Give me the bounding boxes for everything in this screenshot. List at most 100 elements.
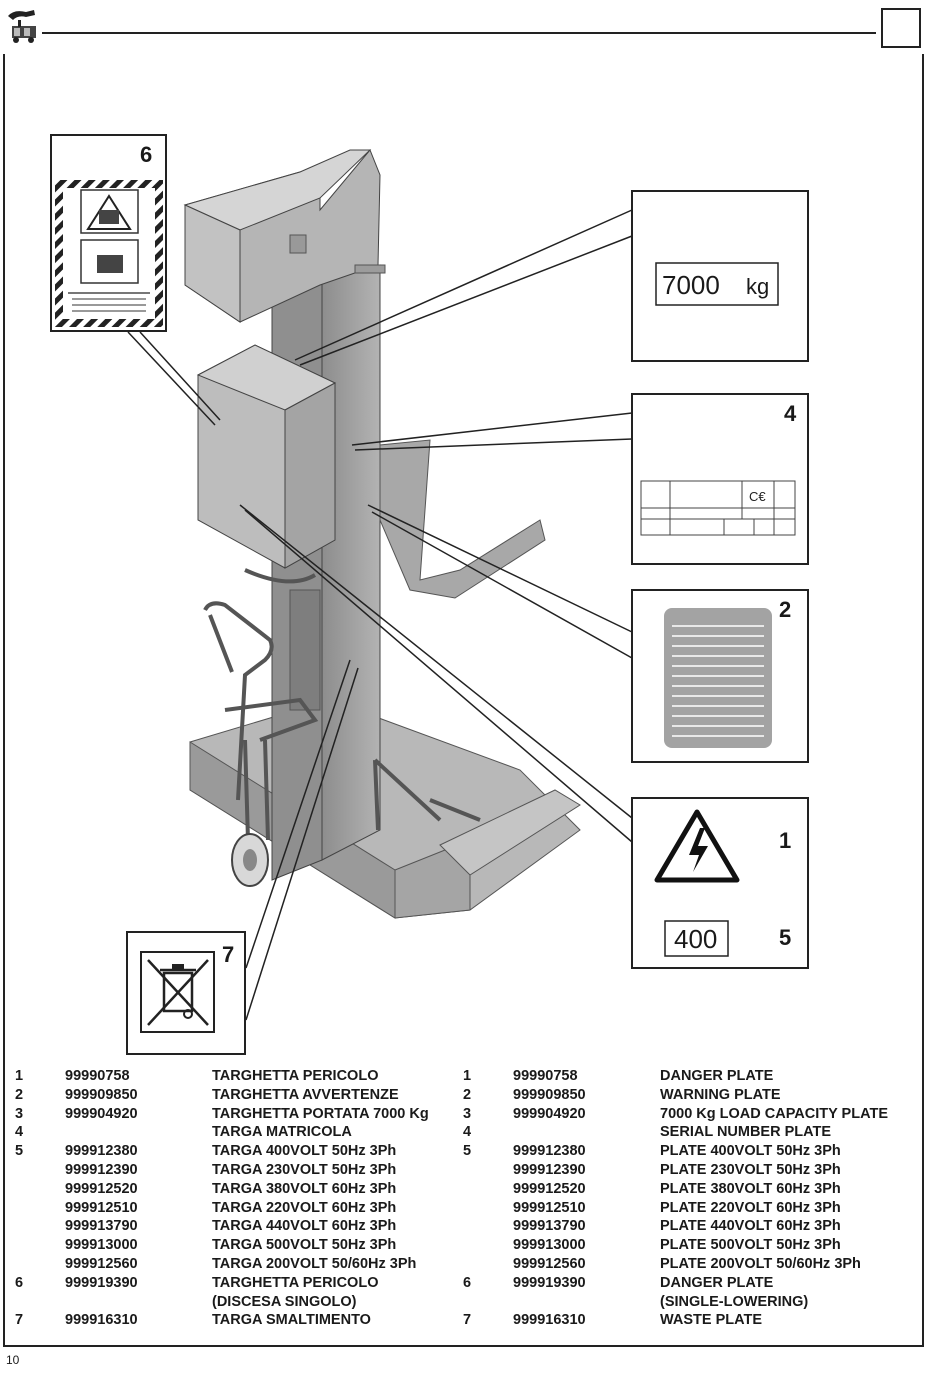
callout-1-number: 1 <box>779 828 791 853</box>
parts-row: 999913790 PLATE 440VOLT 60Hz 3Ph <box>463 1217 918 1236</box>
callout-6-number: 6 <box>140 142 152 167</box>
parts-row: 999913000 PLATE 500VOLT 50Hz 3Ph <box>463 1236 918 1255</box>
lift-top-housing <box>183 149 386 323</box>
parts-description: DANGER PLATE <box>660 1068 774 1084</box>
parts-description: TARGA 500VOLT 50Hz 3Ph <box>212 1237 397 1254</box>
parts-item-number: 1 <box>15 1068 24 1084</box>
pallet-wheel <box>231 833 269 887</box>
parts-row: 5 999912380 TARGA 400VOLT 50Hz 3Ph <box>15 1142 455 1161</box>
parts-row: 999912560 PLATE 200VOLT 50/60Hz 3Ph <box>463 1255 918 1274</box>
callout-5-number: 5 <box>779 925 791 950</box>
parts-part-code: 999919390 <box>65 1274 138 1291</box>
parts-part-code: 999912380 <box>513 1143 586 1160</box>
parts-part-code: 999912560 <box>513 1255 586 1272</box>
parts-part-code: 999909850 <box>65 1086 138 1103</box>
parts-row: 4 SERIAL NUMBER PLATE <box>463 1123 918 1142</box>
parts-description: TARGHETTA PERICOLO <box>212 1274 379 1291</box>
parts-row: 1 99990758 DANGER PLATE <box>463 1067 918 1086</box>
header-box <box>881 8 921 48</box>
parts-part-code: 999912390 <box>513 1161 586 1178</box>
parts-description: SERIAL NUMBER PLATE <box>660 1124 832 1141</box>
parts-part-code: 999912520 <box>513 1180 586 1197</box>
parts-description: TARGA 200VOLT 50/60Hz 3Ph <box>212 1255 417 1272</box>
parts-description: PLATE 380VOLT 60Hz 3Ph <box>660 1180 841 1197</box>
parts-item-number: 4 <box>463 1124 472 1141</box>
parts-description: WASTE PLATE <box>660 1312 763 1329</box>
parts-item-number: 7 <box>15 1312 24 1329</box>
parts-part-code: 99990758 <box>65 1068 130 1084</box>
ce-mark-icon: C€ <box>749 489 766 504</box>
parts-description: TARGA MATRICOLA <box>212 1124 352 1141</box>
parts-part-code: 99990758 <box>513 1068 578 1084</box>
parts-description: PLATE 200VOLT 50/60Hz 3Ph <box>660 1255 861 1272</box>
parts-row: (SINGLE-LOWERING) <box>463 1293 918 1312</box>
high-voltage-icon <box>654 809 740 883</box>
parts-item-number: 3 <box>15 1105 24 1122</box>
header-logo <box>4 6 40 46</box>
page-frame <box>3 54 924 1347</box>
voltage-value: 400 <box>674 924 717 954</box>
parts-row: 999912520 TARGA 380VOLT 60Hz 3Ph <box>15 1180 455 1199</box>
parts-part-code: 999916310 <box>65 1312 138 1329</box>
parts-description: TARGA 220VOLT 60Hz 3Ph <box>212 1199 397 1216</box>
parts-description: PLATE 220VOLT 60Hz 3Ph <box>660 1199 841 1216</box>
parts-row: 999912520 PLATE 380VOLT 60Hz 3Ph <box>463 1180 918 1199</box>
capacity-unit: kg <box>746 274 769 299</box>
parts-row: 999913000 TARGA 500VOLT 50Hz 3Ph <box>15 1236 455 1255</box>
parts-part-code: 999912560 <box>65 1255 138 1272</box>
parts-description: WARNING PLATE <box>660 1086 781 1103</box>
parts-item-number: 2 <box>15 1086 24 1103</box>
parts-description: TARGHETTA AVVERTENZE <box>212 1086 399 1103</box>
parts-item-number: 6 <box>463 1274 472 1291</box>
parts-row: (DISCESA SINGOLO) <box>15 1293 455 1312</box>
control-box <box>196 344 337 569</box>
parts-row: 1 99990758 TARGHETTA PERICOLO <box>15 1067 455 1086</box>
parts-part-code: 999913000 <box>65 1237 138 1254</box>
parts-part-code: 999916310 <box>513 1312 586 1329</box>
parts-row: 999912560 TARGA 200VOLT 50/60Hz 3Ph <box>15 1255 455 1274</box>
parts-part-code: 999919390 <box>513 1274 586 1291</box>
header-rule <box>42 32 876 34</box>
parts-row: 6 999919390 DANGER PLATE <box>463 1274 918 1293</box>
parts-item-number: 6 <box>15 1274 24 1291</box>
parts-part-code: 999913000 <box>513 1237 586 1254</box>
lift-arm <box>379 439 546 599</box>
parts-item-number: 5 <box>15 1143 24 1160</box>
parts-description: PLATE 440VOLT 60Hz 3Ph <box>660 1218 841 1235</box>
parts-description: PLATE 400VOLT 50Hz 3Ph <box>660 1143 841 1160</box>
parts-description: DANGER PLATE <box>660 1274 774 1291</box>
serial-plate-graphic <box>640 480 796 536</box>
parts-part-code: 999913790 <box>513 1218 586 1235</box>
parts-row: 5 999912380 PLATE 400VOLT 50Hz 3Ph <box>463 1142 918 1161</box>
lift-column <box>271 264 381 881</box>
parts-description: (DISCESA SINGOLO) <box>212 1293 357 1310</box>
parts-row: 4 TARGA MATRICOLA <box>15 1123 455 1142</box>
parts-description: (SINGLE-LOWERING) <box>660 1293 809 1310</box>
parts-item-number: 3 <box>463 1105 472 1122</box>
parts-description: TARGA SMALTIMENTO <box>212 1312 371 1329</box>
parts-description: TARGA 440VOLT 60Hz 3Ph <box>212 1218 397 1235</box>
parts-part-code: 999912520 <box>65 1180 138 1197</box>
parts-description: TARGA 400VOLT 50Hz 3Ph <box>212 1143 397 1160</box>
parts-item-number: 1 <box>463 1068 472 1084</box>
parts-description: TARGA 380VOLT 60Hz 3Ph <box>212 1180 397 1197</box>
weee-bin-icon <box>140 951 215 1033</box>
parts-item-number: 4 <box>15 1124 24 1141</box>
parts-row: 7 999916310 TARGA SMALTIMENTO <box>15 1311 455 1330</box>
parts-description: TARGHETTA PERICOLO <box>212 1068 379 1084</box>
callout-4-number: 4 <box>784 401 797 426</box>
parts-item-number: 5 <box>463 1143 472 1160</box>
warning-triangle-icon <box>86 194 132 230</box>
callout-4: 4 C€ <box>631 393 809 565</box>
parts-part-code: 999912380 <box>65 1143 138 1160</box>
page-number: 10 <box>6 1353 20 1367</box>
parts-description: PLATE 500VOLT 50Hz 3Ph <box>660 1237 841 1254</box>
callout-capacity-plate: 7000 kg <box>631 190 809 362</box>
parts-part-code: 999904920 <box>65 1105 138 1122</box>
leader-lines <box>127 209 633 1021</box>
